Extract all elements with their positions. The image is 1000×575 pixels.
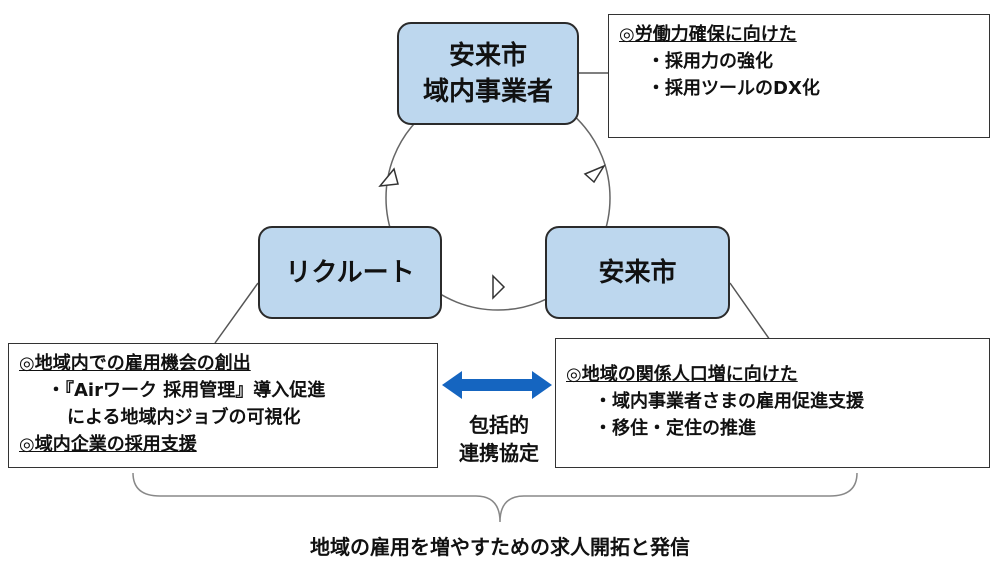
- box-left-heading-2: ◎域内企業の採用支援: [19, 434, 197, 455]
- box-labor-force: ◎労働力確保に向けた ・採用力の強化 ・採用ツールのDX化: [608, 14, 990, 138]
- box-top-heading: ◎労働力確保に向けた: [619, 24, 797, 45]
- box-left-heading-1: ◎地域内での雇用機会の創出: [19, 353, 251, 374]
- box-top-item-2: ・採用ツールのDX化: [647, 78, 820, 99]
- node-recruit: リクルート: [258, 226, 442, 319]
- bottom-brace: [132, 472, 858, 523]
- node-top-line1: 安来市: [448, 40, 527, 71]
- box-right-heading: ◎地域の関係人口増に向けた: [566, 364, 798, 385]
- box-employment-creation: ◎地域内での雇用機会の創出 ・『Airワーク 採用管理』導入促進 による地域内ジ…: [8, 343, 438, 468]
- node-yasugi-businesses: 安来市 域内事業者: [397, 22, 579, 125]
- box-related-population: ◎地域の関係人口増に向けた ・域内事業者さまの雇用促進支援 ・移住・定住の推進: [555, 338, 990, 468]
- agreement-label: 包括的 連携協定: [447, 411, 551, 467]
- box-right-item-1: ・域内事業者さまの雇用促進支援: [594, 391, 864, 412]
- cycle-arrowhead-bottom: [492, 274, 506, 300]
- node-top-line2: 域内事業者: [422, 76, 553, 107]
- agreement-line1: 包括的: [469, 413, 529, 437]
- cycle-arrowhead-right: [583, 164, 606, 184]
- footer-caption: 地域の雇用を増やすための求人開拓と発信: [310, 535, 690, 559]
- box-right-item-2: ・移住・定住の推進: [594, 418, 756, 439]
- cycle-arrowhead-left: [378, 167, 399, 187]
- agreement-line2: 連携協定: [459, 441, 539, 465]
- box-top-item-1: ・採用力の強化: [647, 51, 773, 72]
- connector-left-to-box: [214, 282, 259, 344]
- agreement-double-arrow: [442, 371, 552, 399]
- node-yasugi-city: 安来市: [545, 226, 730, 319]
- box-left-item-1-line2: による地域内ジョブの可視化: [67, 407, 301, 428]
- node-right-label: 安来市: [598, 257, 677, 288]
- box-left-item-1-line1: ・『Airワーク 採用管理』導入促進: [47, 380, 326, 401]
- node-left-label: リクルート: [285, 257, 415, 288]
- connector-right-to-box: [729, 282, 771, 341]
